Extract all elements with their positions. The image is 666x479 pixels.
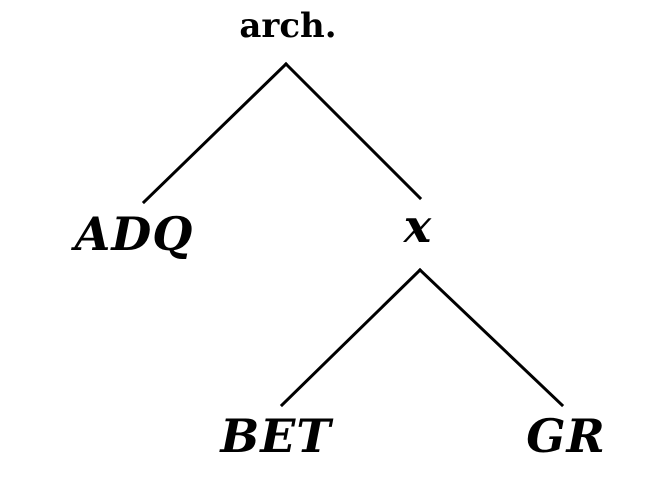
edge-x-left [279,267,423,408]
edge-x-right [417,267,565,408]
edge-root-left [141,61,289,205]
node-right-right-label: GR [526,409,606,463]
node-root-label: arch. [239,6,336,46]
edge-root-right [283,61,423,201]
node-left-label: ADQ [71,207,194,261]
node-right-label: x [403,199,432,253]
node-right-left-label: BET [218,409,334,463]
